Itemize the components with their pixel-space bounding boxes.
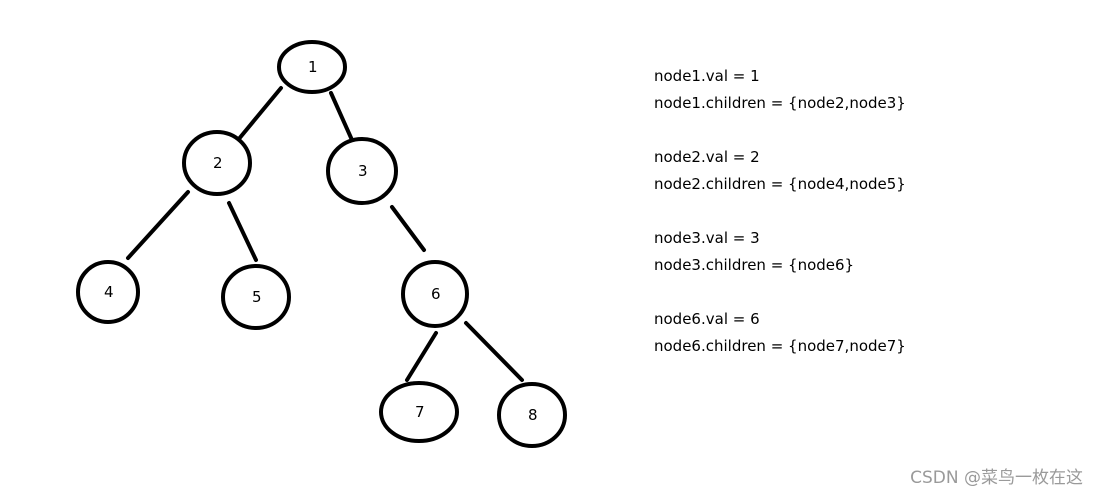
- tree-node-6: 6: [401, 260, 469, 328]
- node2-val: node2.val = 2: [654, 148, 760, 166]
- node6-children: node6.children = {node7,node7}: [654, 337, 906, 355]
- node-circle-8: [497, 382, 567, 448]
- tree-node-3: 3: [326, 137, 398, 205]
- node-circle-4: [76, 260, 140, 324]
- node-circle-6: [401, 260, 469, 328]
- node-label-8: 8: [528, 406, 538, 424]
- edge-1-3: [329, 91, 354, 142]
- tree-node-8: 8: [497, 382, 567, 448]
- tree-node-4: 4: [76, 260, 140, 324]
- tree-node-7: 7: [379, 381, 459, 443]
- node3-children: node3.children = {node6}: [654, 256, 855, 274]
- watermark: CSDN @菜鸟一枚在这: [910, 468, 1083, 488]
- edge-6-8: [464, 321, 524, 382]
- node1-children: node1.children = {node2,node3}: [654, 94, 906, 112]
- node-circle-7: [379, 381, 459, 443]
- node-label-4: 4: [104, 283, 114, 301]
- node2-children: node2.children = {node4,node5}: [654, 175, 906, 193]
- edge-3-6: [390, 205, 426, 252]
- node-circle-1: [277, 40, 347, 94]
- edge-6-7: [405, 331, 438, 382]
- node-label-5: 5: [252, 288, 262, 306]
- edge-2-5: [227, 201, 258, 262]
- node1-val: node1.val = 1: [654, 67, 760, 85]
- node-circle-2: [182, 130, 252, 196]
- tree-node-1: 1: [277, 40, 347, 94]
- node-circle-3: [326, 137, 398, 205]
- tree-node-5: 5: [221, 264, 291, 330]
- edge-1-2: [236, 86, 283, 142]
- edge-2-4: [126, 190, 190, 260]
- node3-val: node3.val = 3: [654, 229, 760, 247]
- tree-nodes: 1 2 3 4 5 6 7 8: [76, 40, 567, 448]
- node-circle-5: [221, 264, 291, 330]
- node-label-7: 7: [415, 403, 425, 421]
- node-label-6: 6: [431, 285, 441, 303]
- node-label-3: 3: [358, 162, 368, 180]
- node-label-1: 1: [308, 58, 318, 76]
- node-label-2: 2: [213, 154, 223, 172]
- tree-node-2: 2: [182, 130, 252, 196]
- node6-val: node6.val = 6: [654, 310, 760, 328]
- tree-edges: [126, 86, 524, 382]
